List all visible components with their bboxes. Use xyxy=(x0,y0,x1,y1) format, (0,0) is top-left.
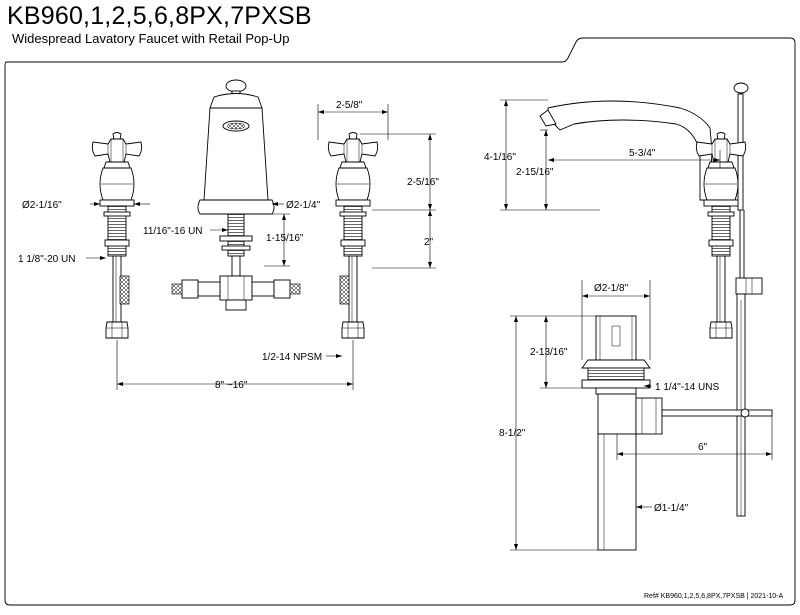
dim-handle-width-label: 2-5/8" xyxy=(336,100,363,111)
dim-spout-shank-thread-label: 11/16"-16 UN xyxy=(143,226,203,237)
dim-spout-base-diameter-label: Ø2-1/4" xyxy=(286,200,321,211)
dim-center-spread-label: 8" ~16" xyxy=(215,380,248,391)
dim-tailpiece-diameter: Ø1-1/4" xyxy=(636,503,689,514)
right-hose-connection xyxy=(339,275,350,305)
dim-pivot-rod-length: 6" xyxy=(616,416,773,460)
dim-handle-diameter: Ø2-1/16" xyxy=(22,200,150,211)
dim-drain-flange-diameter-label: Ø2-1/8" xyxy=(594,283,629,294)
dim-center-spread: 8" ~16" xyxy=(116,340,354,391)
center-spout xyxy=(197,79,275,277)
left-hose-connection xyxy=(119,275,130,305)
sheet-border xyxy=(4,37,796,606)
dim-spout-shank-thread: 11/16"-16 UN xyxy=(143,226,228,237)
dim-tailpiece-diameter-label: Ø1-1/4" xyxy=(654,503,689,514)
dim-drain-total-height-label: 8-1/2" xyxy=(499,428,526,439)
dim-drain-thread: 1 1/4"-14 UNS xyxy=(644,382,719,393)
dim-spout-reach: 5-3/4" xyxy=(548,148,721,168)
dim-handle-width: 2-5/8" xyxy=(317,100,389,140)
model-number-title: KB960,1,2,5,6,8PX,7PXSB xyxy=(7,2,312,30)
dim-spout-total-height-label: 4-1/16" xyxy=(484,152,516,163)
side-lift-rod xyxy=(735,210,763,517)
dim-drain-flange-diameter: Ø2-1/8" xyxy=(581,280,651,360)
right-cross-handle xyxy=(327,132,379,339)
dim-drain-upper-height: 2-13/16" xyxy=(530,315,596,389)
dim-spout-base-diameter: Ø2-1/4" xyxy=(272,200,321,211)
dim-spout-outlet-height-label: 2-15/16" xyxy=(516,167,554,178)
dim-supply-connection: 1/2-14 NPSM xyxy=(262,352,342,363)
dim-spout-reach-label: 5-3/4" xyxy=(629,148,656,159)
dim-handle-shank-height: 2" xyxy=(372,210,436,269)
tee-fitting xyxy=(171,275,301,311)
dim-handle-height: 2-5/16" xyxy=(360,133,439,211)
dim-handle-shank-thread-label: 1 1/8"-20 UN xyxy=(18,254,75,265)
dim-handle-height-label: 2-5/16" xyxy=(407,177,439,188)
dim-pivot-rod-length-label: 6" xyxy=(698,442,708,453)
dim-drain-upper-height-label: 2-13/16" xyxy=(530,347,568,358)
left-cross-handle xyxy=(91,132,143,339)
dim-spout-outlet-height: 2-15/16" xyxy=(516,129,554,210)
dim-spout-shank-height-label: 1-15/16" xyxy=(266,233,304,244)
dim-drain-thread-label: 1 1/4"-14 UNS xyxy=(655,382,719,393)
dim-drain-total-height: 8-1/2" xyxy=(499,315,598,551)
dim-handle-shank-height-label: 2" xyxy=(424,237,434,248)
reference-number: Ref# KB960,1,2,5,6,8PX,7PXSB | 2021-10-A xyxy=(644,593,784,600)
title-block: KB960,1,2,5,6,8PX,7PXSB Widespread Lavat… xyxy=(0,0,800,60)
dim-spout-total-height: 4-1/16" xyxy=(484,99,600,211)
product-description: Widespread Lavatory Faucet with Retail P… xyxy=(12,31,290,46)
dim-handle-diameter-label: Ø2-1/16" xyxy=(22,200,62,211)
dim-spout-shank-height: 1-15/16" xyxy=(264,213,304,267)
dim-supply-connection-label: 1/2-14 NPSM xyxy=(262,352,322,363)
dim-handle-shank-thread: 1 1/8"-20 UN xyxy=(18,254,106,265)
